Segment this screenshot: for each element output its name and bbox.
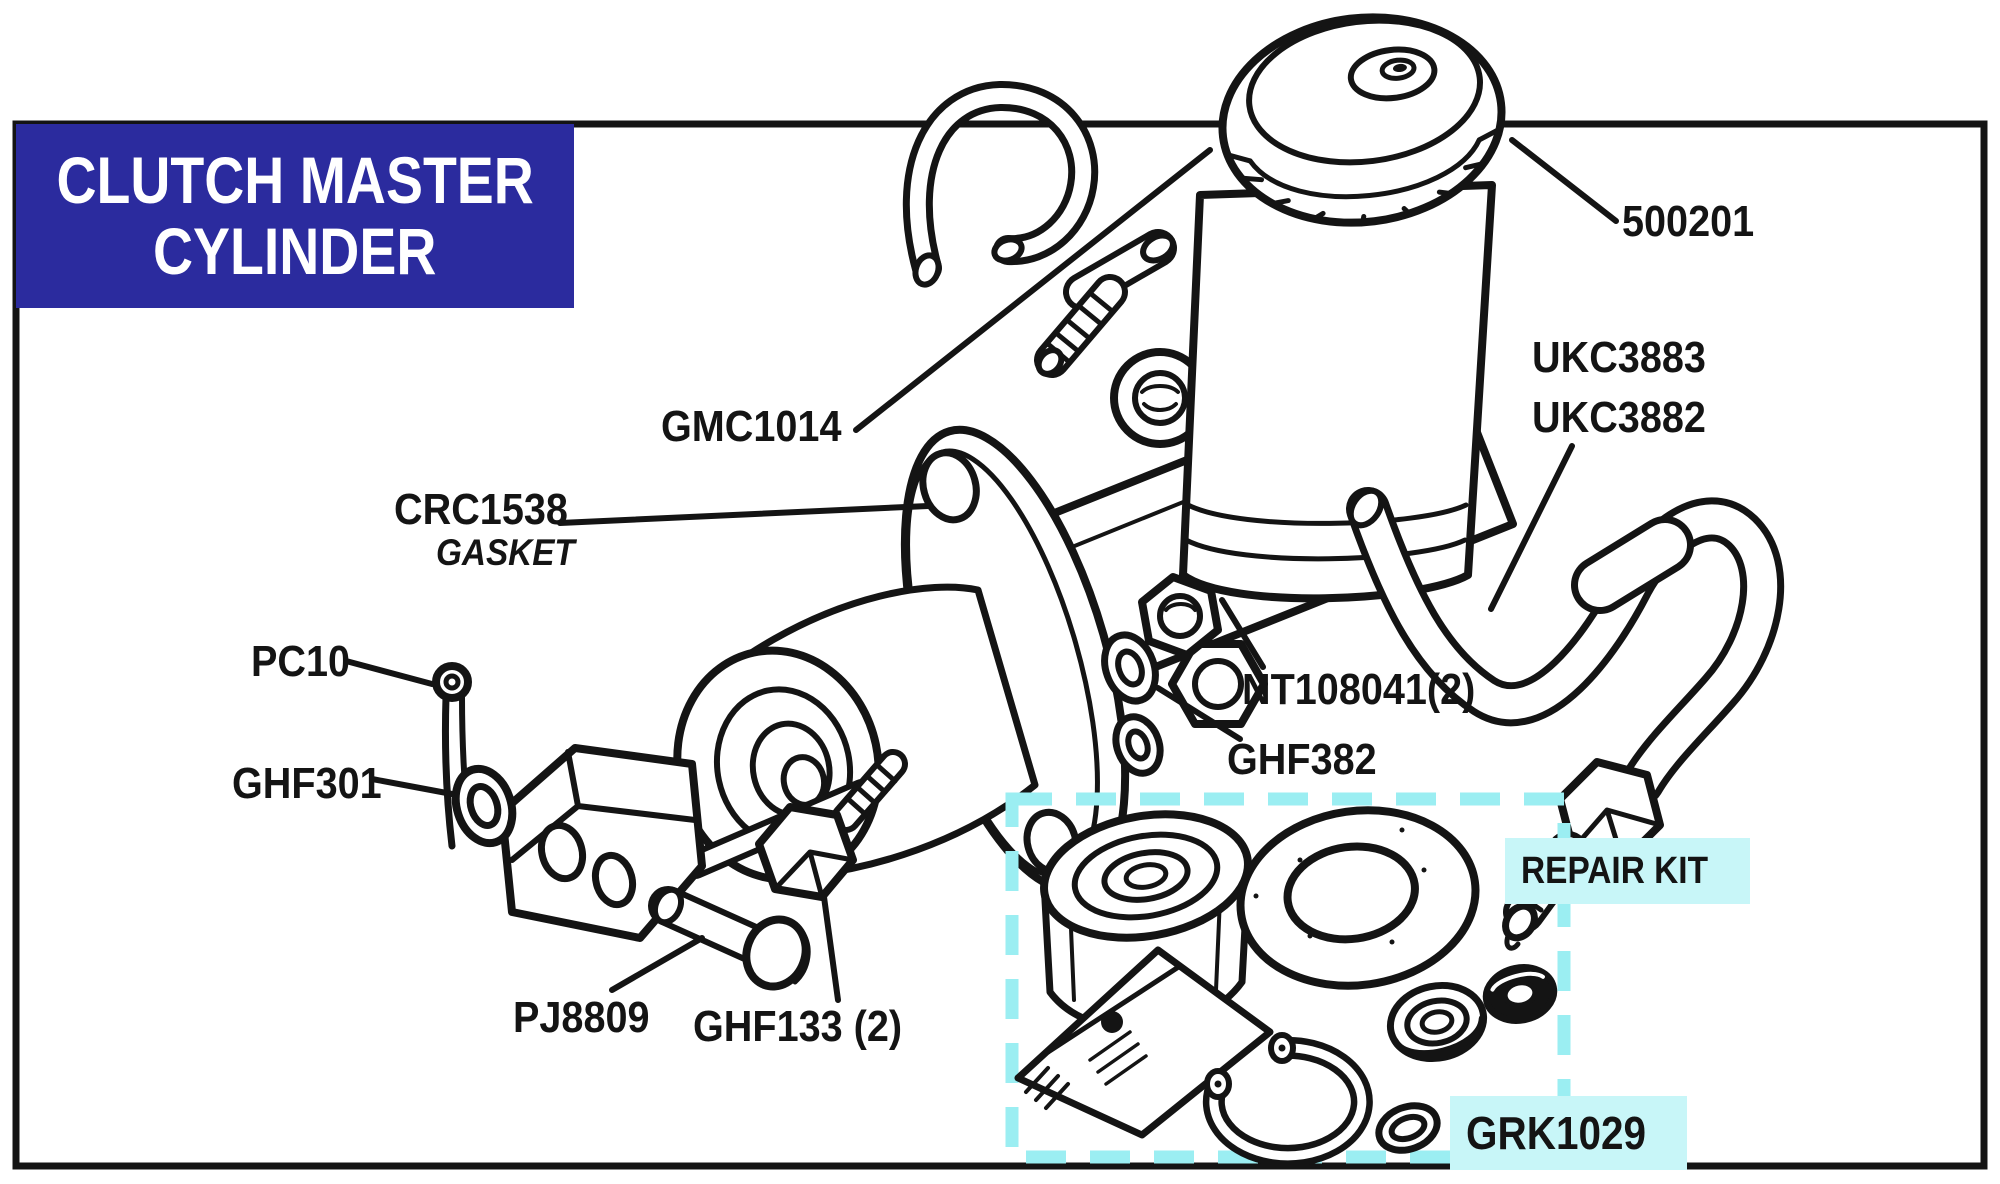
washer-ghf301-drawing	[451, 764, 517, 848]
leader-nt108041	[1219, 597, 1266, 670]
bolt-ghf133-drawing	[755, 749, 908, 901]
clevis-fork-drawing	[498, 744, 706, 942]
leader-ghf382	[1155, 685, 1243, 742]
title-banner: CLUTCH MASTER CYLINDER	[16, 124, 574, 308]
leader-pc10	[343, 658, 435, 687]
pipe-loop-drawing	[902, 80, 1099, 288]
reservoir-cap-drawing	[1218, 13, 1506, 227]
part-label-gmc1014: GMC1014	[661, 402, 842, 451]
repair-kit-part-number-text: GRK1029	[1466, 1107, 1647, 1159]
part-label-crc1538: CRC1538	[394, 485, 568, 534]
repair-kit-title-label: REPAIR KIT	[1505, 838, 1750, 904]
repair-kit-contents-drawing	[1014, 806, 1558, 1167]
leader-lines	[343, 137, 1619, 1003]
part-label-ukc3882: UKC3882	[1532, 393, 1706, 442]
leader-ghf133	[821, 894, 841, 1003]
nuts-washers-drawing	[1101, 573, 1268, 777]
part-label-ghf382: GHF382	[1227, 735, 1377, 784]
part-label-nt108041: NT108041(2)	[1242, 665, 1476, 714]
leader-ghf301	[369, 776, 455, 797]
clevis-pin-drawing	[648, 886, 811, 991]
leader-pj8809	[609, 935, 705, 993]
leader-crc1538	[557, 503, 931, 526]
repair-kit-part-number-label: GRK1029	[1450, 1096, 1687, 1170]
part-label-pc10: PC10	[251, 637, 351, 686]
leader-ukc-hose	[1488, 443, 1575, 612]
part-label-ghf301: GHF301	[232, 759, 382, 808]
title-line-1: CLUTCH MASTER	[56, 142, 534, 217]
part-label-ukc3883: UKC3883	[1532, 333, 1706, 382]
part-label-gasket: GASKET	[436, 532, 575, 573]
leader-gmc1014	[853, 147, 1213, 433]
leader-500201	[1509, 137, 1619, 224]
part-label-ghf133: GHF133 (2)	[693, 1002, 903, 1051]
part-label-pj8809: PJ8809	[513, 993, 650, 1042]
reservoir-drawing	[1179, 181, 1496, 603]
part-label-500201: 500201	[1622, 197, 1755, 246]
page-border	[12, 120, 1988, 1170]
threaded-union-drawing	[1034, 229, 1177, 378]
title-line-2: CYLINDER	[153, 214, 437, 288]
repair-kit-title-text: REPAIR KIT	[1521, 850, 1709, 892]
